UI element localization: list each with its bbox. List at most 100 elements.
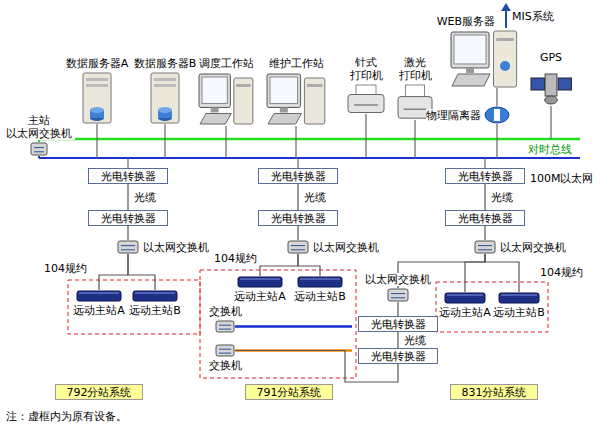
device-label: 以太网交换机 (313, 241, 379, 254)
icon-shape (531, 78, 544, 90)
converter-box: 光电转换器 (445, 210, 525, 226)
icon-shape (154, 78, 176, 81)
sw-device: 主站 以太网交换机 (30, 142, 48, 156)
edge-label: 光缆 (134, 191, 156, 204)
icon-shape (268, 113, 302, 124)
device-label: 针式 打印机 (348, 56, 384, 82)
icon-shape (391, 297, 405, 298)
srv-device: 数据服务器B (150, 72, 180, 124)
drop (225, 126, 226, 158)
free-label: 104规约 (540, 266, 583, 279)
node-label: 光电转换器 (271, 170, 326, 183)
device-label: 远动主站A (234, 290, 286, 303)
host-icon (76, 290, 122, 302)
icon-shape (500, 61, 510, 71)
free-label: 104规约 (44, 262, 87, 275)
icon-shape (133, 291, 177, 301)
sw-icon (30, 142, 48, 156)
icon-shape (216, 345, 234, 356)
host-icon (498, 292, 540, 304)
converter-box: 光电转换器 (258, 168, 338, 184)
drop (484, 158, 485, 168)
icon-shape (219, 329, 231, 330)
icon-shape (121, 245, 135, 246)
node-label: 光电转换器 (271, 212, 326, 225)
sw-icon (215, 344, 235, 357)
icon-shape (34, 147, 44, 148)
free-label: 注：虚框内为原有设备。 (6, 410, 127, 423)
host-icon (297, 276, 343, 288)
connector (127, 226, 128, 240)
sw-icon (287, 240, 309, 254)
icon-shape (83, 73, 111, 123)
sw-device: 交换机 (215, 344, 235, 357)
free-label: MIS系统 (512, 10, 554, 23)
sw-icon (387, 288, 409, 302)
icon-shape (558, 78, 571, 90)
sw-device: 以太网交换机 (474, 240, 496, 254)
iso-device: 物理隔离器 (484, 106, 510, 124)
icon-shape (211, 107, 219, 112)
host-device: 远动主站B (132, 290, 178, 302)
gps-device: GPS (530, 66, 572, 106)
icon-shape (158, 107, 172, 113)
iso-icon (484, 106, 510, 124)
icon-shape (298, 277, 342, 287)
icon-shape (452, 74, 490, 86)
converter-box: 光电转换器 (445, 168, 525, 184)
connector (397, 302, 398, 316)
icon-shape (466, 68, 474, 73)
host-icon (237, 276, 283, 288)
mis-arrowhead (501, 3, 511, 11)
icon-shape (86, 84, 108, 87)
edge-label: 光缆 (491, 191, 513, 204)
drop (127, 158, 128, 168)
drop (496, 124, 497, 158)
sw-device: 交换机 (215, 320, 235, 333)
icon-shape (404, 109, 427, 110)
icon-shape (86, 78, 108, 81)
free-label: 100M以太网 (530, 172, 594, 185)
ws-device: 维护工作站 (266, 72, 326, 126)
icon-shape (475, 241, 495, 253)
connector (297, 184, 298, 210)
pr-device: 针式 打印机 (346, 84, 386, 114)
device-label: 激光 打印机 (397, 56, 433, 82)
converter-box: 光电转换器 (88, 210, 168, 226)
web-icon (450, 30, 518, 88)
icon-shape (545, 74, 557, 96)
converter-box: 光电转换器 (88, 168, 168, 184)
host-icon (132, 290, 178, 302)
device-label: 以太网交换机 (365, 273, 431, 286)
drop (496, 88, 497, 106)
icon-shape (90, 107, 104, 113)
connector (128, 254, 155, 290)
drop (164, 124, 165, 158)
blue-link (235, 325, 352, 328)
dashed-frame (436, 282, 548, 332)
device-label: 远动主站B (493, 306, 545, 319)
icon-shape (118, 241, 138, 253)
ethernet-bus (39, 157, 580, 159)
subsystem-box: 792分站系统 (55, 384, 143, 400)
icon-shape (291, 245, 305, 246)
icon-shape (454, 35, 486, 64)
icon-shape (300, 279, 340, 280)
node-label: 光电转换器 (371, 350, 426, 363)
host-device: 远动主站A (237, 276, 283, 288)
host-icon (444, 292, 486, 304)
srv-icon (150, 72, 180, 124)
sw-device: 以太网交换机 (387, 288, 409, 302)
icon-shape (240, 279, 280, 280)
srv-icon (82, 72, 112, 124)
sw-device: 以太网交换机 (117, 240, 139, 254)
icon-shape (354, 105, 378, 106)
connector (485, 254, 519, 292)
edge-label: 光缆 (404, 334, 426, 347)
edge-label: 光缆 (304, 191, 326, 204)
icon-shape (154, 84, 176, 87)
device-label: 物理隔离器 (426, 109, 481, 122)
icon-shape (348, 95, 384, 113)
icon-shape (291, 249, 305, 250)
icon-shape (280, 107, 288, 112)
